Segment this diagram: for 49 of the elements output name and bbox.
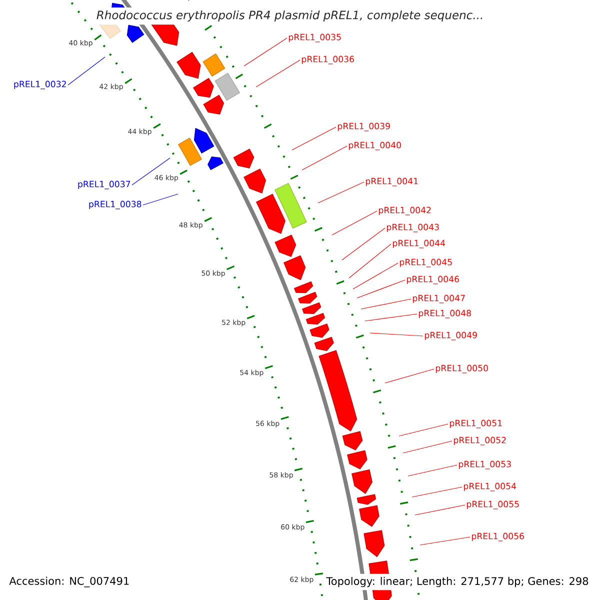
- gene-label: pREL1_0032: [14, 80, 66, 90]
- gene-label: pREL1_0042: [379, 206, 431, 216]
- gene-label: pREL1_0052: [454, 436, 506, 446]
- gene-label: pREL1_0040: [349, 142, 401, 150]
- leader-line: [370, 332, 424, 336]
- gene-label: pREL1_0055: [467, 500, 519, 510]
- leader-line: [342, 228, 386, 260]
- gene-label: pREL1_0041: [366, 178, 418, 186]
- gene-label: pREL1_0054: [464, 482, 516, 492]
- gene-label: pREL1_0038: [89, 200, 142, 210]
- leader-line: [364, 314, 418, 322]
- leader-line: [384, 368, 434, 384]
- leader-line: [360, 298, 412, 310]
- gene-label: pREL1_0044: [393, 240, 446, 248]
- gene-label: pREL1_0043: [387, 224, 439, 232]
- accession-label: Accession: NC_007491: [9, 576, 129, 588]
- leader-line: [244, 38, 288, 66]
- gene-label: pREL1_0048: [419, 310, 471, 318]
- gene-label: pREL1_0037: [78, 180, 130, 190]
- leader-line: [348, 244, 392, 278]
- leader-line: [414, 504, 466, 516]
- leader-line: [352, 262, 398, 290]
- leader-line: [408, 464, 458, 476]
- gene-label: pREL1_0047: [413, 294, 465, 304]
- gene-label: pREL1_0050: [436, 364, 488, 374]
- leader-line: [142, 194, 178, 206]
- gene-label: pREL1_0049: [425, 332, 477, 340]
- leader-line: [132, 158, 170, 186]
- title: Rhodococcus erythropolis PR4 plasmid pREL1, complete sequenc...: [90, 7, 490, 25]
- leader-line: [292, 126, 336, 150]
- leader-line: [318, 182, 364, 204]
- gene-label: pREL1_0045: [400, 258, 452, 268]
- leader-line: [302, 146, 348, 170]
- leader-line: [420, 536, 470, 546]
- gene-label: pREL1_0053: [459, 460, 511, 470]
- leader-line: [68, 56, 106, 86]
- gene-label: pREL1_0039: [338, 122, 390, 132]
- leader-line: [412, 486, 462, 498]
- leader-line: [332, 210, 378, 236]
- gene-label: pREL1_0056: [472, 532, 524, 542]
- leader-line: [402, 440, 452, 454]
- leader-line: [356, 280, 406, 298]
- leader-line: [398, 424, 448, 436]
- leader-line: [256, 60, 300, 88]
- gene-label: pREL1_0035: [288, 34, 341, 42]
- gene-label: pREL1_0036: [302, 56, 354, 64]
- summary-label: Topology: linear; Length: 271,577 bp; Genes: 298: [323, 574, 592, 590]
- gene-label: pREL1_0046: [407, 276, 459, 284]
- gene-label: pREL1_0051: [450, 420, 502, 428]
